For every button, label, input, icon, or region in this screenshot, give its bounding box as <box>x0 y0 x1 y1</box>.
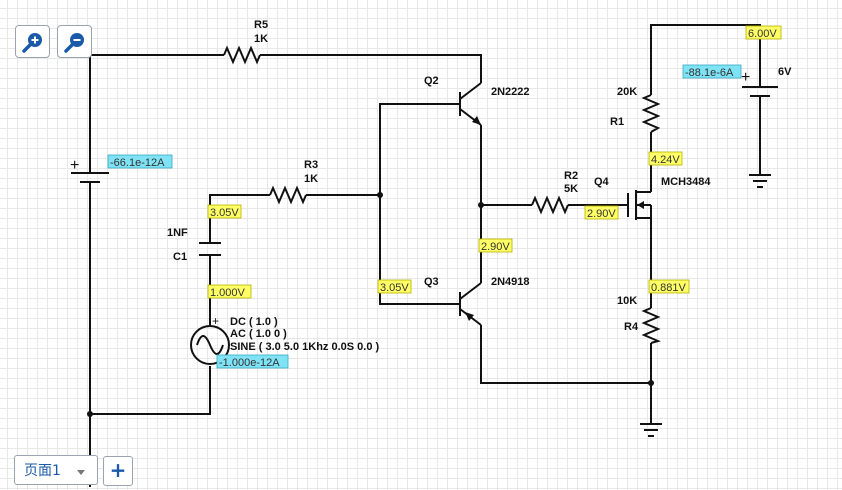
wire-supply-top <box>650 24 761 95</box>
arrow-icon <box>637 201 644 209</box>
plus-sign: + <box>70 157 79 174</box>
q3-part: 2N4918 <box>491 276 530 288</box>
wire-r5-to-q2 <box>260 54 482 83</box>
probe-i-left-battery: -66.1e-12A <box>110 157 165 169</box>
wire-bottom-to-source <box>90 366 211 415</box>
add-page-button[interactable]: + <box>103 456 133 486</box>
zoom-out-button[interactable] <box>57 25 92 58</box>
arrow-icon <box>465 312 474 321</box>
r5-value: 1K <box>254 33 268 45</box>
junction-dot <box>87 411 93 417</box>
mosfet-q4[interactable]: Q4 MCH3484 <box>594 176 711 220</box>
resistor-r1[interactable]: 20K R1 <box>610 86 661 133</box>
transistor-q3[interactable]: Q3 2N4918 <box>424 276 530 326</box>
resistor-r4[interactable]: 10K R4 <box>617 295 661 344</box>
r2-value: 5K <box>564 183 578 195</box>
wire-c1-to-r3 <box>209 194 270 243</box>
ground-icon[interactable] <box>640 423 662 437</box>
battery-left[interactable]: + <box>70 157 109 183</box>
probe-i-source: -1.000e-12A <box>219 357 280 369</box>
probe-v-q4-drain: 4.24V <box>651 154 680 166</box>
q2-part: 2N2222 <box>491 86 530 98</box>
source-sine: SINE ( 3.0 5.0 1Khz 0.0S 0.0 ) <box>230 341 380 353</box>
junctions <box>87 192 654 417</box>
junction-dot <box>377 192 383 198</box>
probe-v-q4-source: 0.881V <box>651 282 687 294</box>
probe-v-c1-top: 3.05V <box>210 207 239 219</box>
wire-q3-to-gnd <box>480 325 651 384</box>
q4-ref: Q4 <box>594 176 610 188</box>
plus-sign: + <box>212 314 219 328</box>
q4-part: MCH3484 <box>661 176 711 188</box>
resistor-r2[interactable]: R2 5K <box>531 170 578 215</box>
probe-v-q3-base: 3.05V <box>380 282 409 294</box>
r5-ref: R5 <box>254 19 268 31</box>
ground-icon[interactable] <box>749 174 771 188</box>
c1-ref: C1 <box>173 251 187 263</box>
transistor-q2[interactable]: Q2 2N2222 <box>424 75 530 126</box>
junction-dot <box>478 202 484 208</box>
wires <box>89 24 761 487</box>
chevron-down-icon <box>77 470 85 475</box>
battery-supply[interactable]: + 6V <box>741 66 792 97</box>
source-dc: DC ( 1.0 ) <box>230 316 278 328</box>
r1-ref: R1 <box>610 116 624 128</box>
probe-v-c1-bottom: 1.000V <box>210 287 246 299</box>
r1-value: 20K <box>617 86 637 98</box>
supply-value: 6V <box>778 66 792 78</box>
ac-source[interactable]: + DC ( 1.0 ) AC ( 1.0 0 ) SINE ( 3.0 5.0… <box>190 314 380 365</box>
wire-top-rail <box>89 54 224 160</box>
c1-value: 1NF <box>167 227 188 239</box>
wire-q2-base <box>379 103 460 305</box>
plus-sign: + <box>741 69 750 86</box>
junction-dot <box>648 380 654 386</box>
capacitor-c1[interactable]: 1NF C1 <box>167 227 221 263</box>
page-select-label: 页面1 <box>24 463 61 479</box>
probe-i-supply: -88.1e-6A <box>685 67 734 79</box>
r4-value: 10K <box>617 295 637 307</box>
source-ac: AC ( 1.0 0 ) <box>230 328 287 340</box>
resistor-r5[interactable]: R5 1K <box>223 19 268 65</box>
probe-labels: 3.05V 1.000V 3.05V 2.90V 2.90V 4.24V 6.0… <box>107 25 782 369</box>
arrow-icon <box>472 116 481 125</box>
r4-ref: R4 <box>624 321 639 333</box>
zoom-in-button[interactable] <box>15 25 50 58</box>
resistor-r3[interactable]: R3 1K <box>269 159 318 205</box>
probe-v-supply: 6.00V <box>748 28 777 40</box>
page-select[interactable]: 页面1 <box>14 455 98 485</box>
r3-value: 1K <box>304 173 318 185</box>
probe-v-q4-gate: 2.90V <box>587 208 616 220</box>
q2-ref: Q2 <box>424 75 439 87</box>
r3-ref: R3 <box>304 159 318 171</box>
r2-ref: R2 <box>564 170 578 182</box>
probe-v-emitter-node: 2.90V <box>481 241 510 253</box>
zoom-out-icon <box>63 32 84 53</box>
zoom-in-icon <box>21 32 42 53</box>
q3-ref: Q3 <box>424 276 439 288</box>
